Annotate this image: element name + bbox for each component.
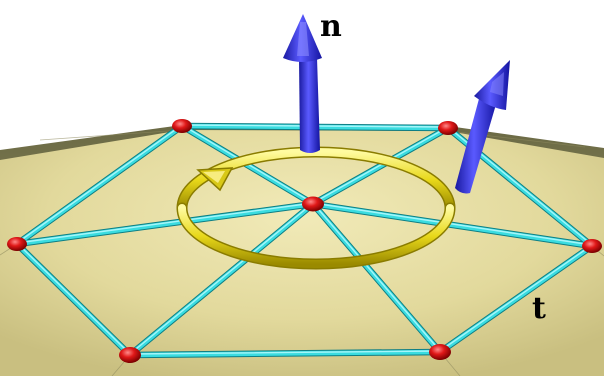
mesh-edge — [14, 201, 316, 247]
tilted-normal-arrow — [455, 60, 510, 194]
tangent-label: t — [532, 291, 546, 326]
vertex — [429, 344, 451, 360]
vertex — [119, 347, 141, 363]
vertex — [172, 119, 192, 133]
mesh-edges — [13, 122, 596, 359]
vertex — [438, 121, 458, 135]
arrow-up-icon — [299, 58, 320, 153]
mesh-edge — [310, 125, 451, 207]
mesh-edge — [127, 201, 316, 358]
mesh-edge — [14, 241, 133, 358]
mesh-edge — [14, 123, 185, 247]
vertex-center — [302, 196, 324, 212]
surface-face — [0, 130, 604, 376]
normal-arrow — [283, 14, 322, 153]
normal-label: n — [320, 9, 342, 44]
vertex — [7, 237, 27, 251]
mesh-vertices — [7, 119, 602, 363]
circulation-loop — [176, 146, 456, 214]
mesh-edge — [127, 349, 443, 358]
arrow-up-icon — [455, 95, 497, 194]
vertex — [582, 239, 602, 253]
circulation-loop-front — [176, 167, 456, 270]
mesh-edge — [310, 201, 595, 249]
mesh-edge — [437, 243, 595, 355]
surface — [0, 125, 604, 377]
